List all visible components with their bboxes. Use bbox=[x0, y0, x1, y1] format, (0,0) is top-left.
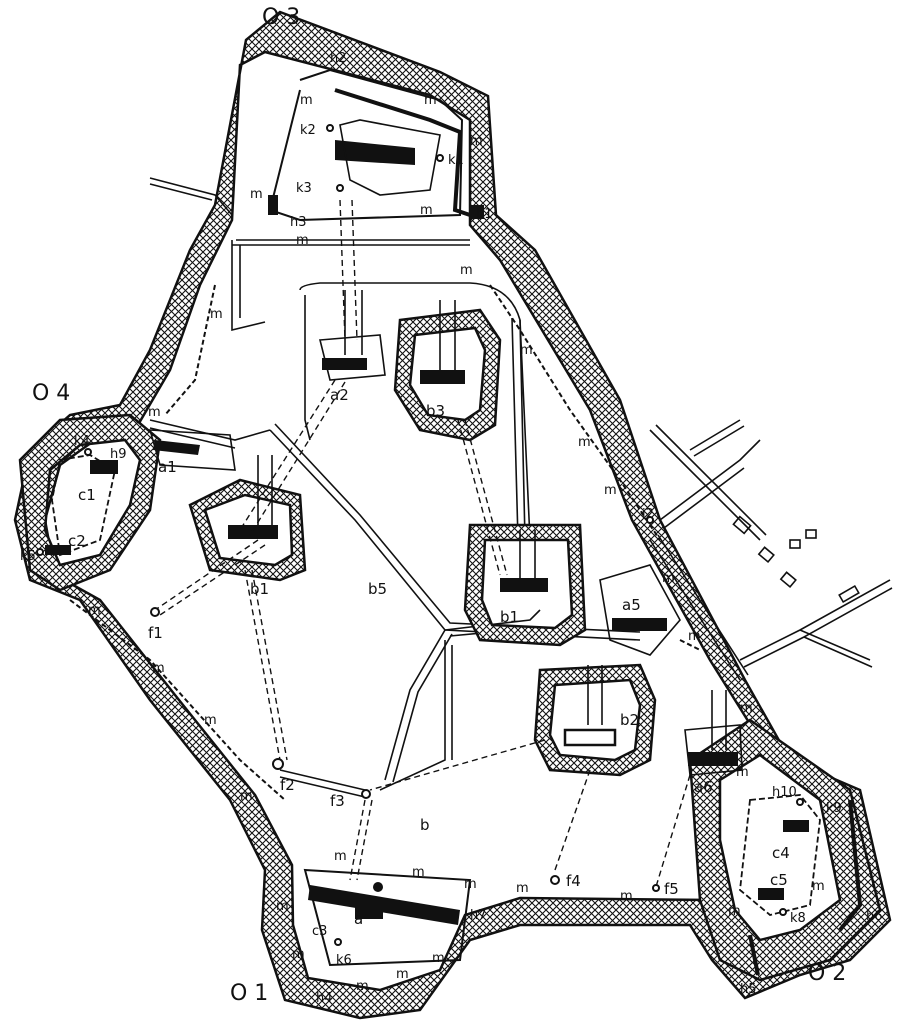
label-h7: h7 bbox=[470, 908, 487, 923]
label-m: m bbox=[296, 233, 309, 248]
label-h1: h1 bbox=[476, 207, 493, 222]
label-o1: O 1 bbox=[230, 981, 268, 1006]
label-f4: f4 bbox=[566, 872, 581, 890]
external-roads bbox=[649, 419, 893, 668]
label-o4: O 4 bbox=[32, 381, 70, 406]
label-f1: f1 bbox=[148, 624, 163, 642]
observation-points bbox=[36, 124, 804, 946]
label-h3: h3 bbox=[290, 215, 307, 230]
label-m: m bbox=[662, 571, 675, 586]
label-m: m bbox=[520, 343, 533, 358]
label-m: m bbox=[424, 93, 437, 108]
label-m: m bbox=[736, 765, 749, 780]
label-a1: a1 bbox=[158, 458, 177, 476]
label-c3: c3 bbox=[312, 924, 327, 939]
label-m: m bbox=[250, 187, 263, 202]
battery-a2 bbox=[318, 290, 386, 381]
label-b: b bbox=[420, 816, 430, 834]
work-o2 bbox=[688, 718, 882, 982]
label-m: m bbox=[412, 865, 425, 880]
label-m: m bbox=[578, 435, 591, 450]
label-m: m bbox=[356, 979, 369, 994]
label-k9: k9 bbox=[826, 801, 842, 816]
label-m: m bbox=[240, 789, 253, 804]
label-a5: a5 bbox=[622, 596, 641, 614]
battery-a6 bbox=[684, 690, 743, 776]
label-k3: k3 bbox=[296, 181, 312, 196]
work-o1 bbox=[303, 868, 472, 967]
label-k8: k8 bbox=[790, 911, 806, 926]
label-k2: k2 bbox=[300, 123, 316, 138]
label-b1-left: b1 bbox=[250, 580, 269, 598]
battery-a5 bbox=[599, 564, 681, 656]
label-b5: b5 bbox=[368, 580, 387, 598]
label-b1-right: b1 bbox=[500, 608, 519, 626]
label-m: m bbox=[334, 849, 347, 864]
label-m: m bbox=[148, 405, 161, 420]
label-m: m bbox=[620, 889, 633, 904]
label-m: m bbox=[420, 203, 433, 218]
label-f3: f3 bbox=[330, 792, 345, 810]
label-k5: k5 bbox=[20, 549, 36, 564]
label-k1: k1 bbox=[448, 153, 464, 168]
label-a6: a6 bbox=[694, 778, 713, 796]
label-b3: b3 bbox=[426, 402, 445, 420]
label-k6: k6 bbox=[336, 953, 352, 968]
label-m: m bbox=[740, 701, 753, 716]
work-b3 bbox=[393, 300, 502, 442]
label-m: m bbox=[470, 134, 483, 149]
contour-lines bbox=[69, 284, 701, 801]
label-c5: c5 bbox=[770, 871, 788, 889]
label-h10: h10 bbox=[772, 785, 797, 800]
label-o2: O 2 bbox=[808, 961, 846, 986]
label-b2: b2 bbox=[620, 711, 639, 729]
label-h2: h2 bbox=[330, 51, 347, 66]
label-h4: h4 bbox=[316, 991, 333, 1006]
battery-a1 bbox=[148, 429, 236, 471]
label-k4: k4 bbox=[74, 434, 90, 449]
label-i2: i2 bbox=[642, 507, 654, 522]
label-m: m bbox=[396, 967, 409, 982]
work-b1-left bbox=[188, 455, 307, 582]
label-m: m bbox=[210, 307, 223, 322]
external-buildings bbox=[732, 515, 860, 604]
label-h9: h9 bbox=[110, 447, 127, 462]
map-labels: O 3 O 4 O 1 O 2 a1 a2 a5 a6 a b b1 b1 b2… bbox=[20, 5, 883, 1006]
label-h5: h5 bbox=[740, 982, 757, 997]
label-c2: c2 bbox=[68, 532, 86, 550]
label-c4: c4 bbox=[772, 844, 790, 862]
label-a: a bbox=[354, 910, 363, 928]
label-c1: c1 bbox=[78, 486, 96, 504]
label-m: m bbox=[300, 93, 313, 108]
label-m: m bbox=[276, 899, 289, 914]
label-m: m bbox=[292, 947, 305, 962]
label-m: m bbox=[464, 877, 477, 892]
road-network bbox=[149, 177, 761, 798]
label-m: m bbox=[432, 951, 445, 966]
label-m: m bbox=[728, 904, 741, 919]
label-m: m bbox=[204, 713, 217, 728]
work-b2 bbox=[533, 663, 657, 777]
label-f2: f2 bbox=[280, 776, 295, 794]
work-b1-right bbox=[463, 523, 587, 647]
label-m: m bbox=[152, 661, 165, 676]
label-h6: h6 bbox=[866, 909, 883, 924]
label-f5: f5 bbox=[664, 880, 679, 898]
label-m: m bbox=[604, 483, 617, 498]
label-m: m bbox=[88, 603, 101, 618]
label-m: m bbox=[460, 263, 473, 278]
label-a2: a2 bbox=[330, 386, 349, 404]
label-m: m bbox=[812, 879, 825, 894]
cable-lines bbox=[154, 199, 691, 891]
label-m: m bbox=[516, 881, 529, 896]
work-o3 bbox=[268, 68, 484, 222]
label-m: m bbox=[688, 629, 701, 644]
label-o3: O 3 bbox=[262, 5, 300, 30]
